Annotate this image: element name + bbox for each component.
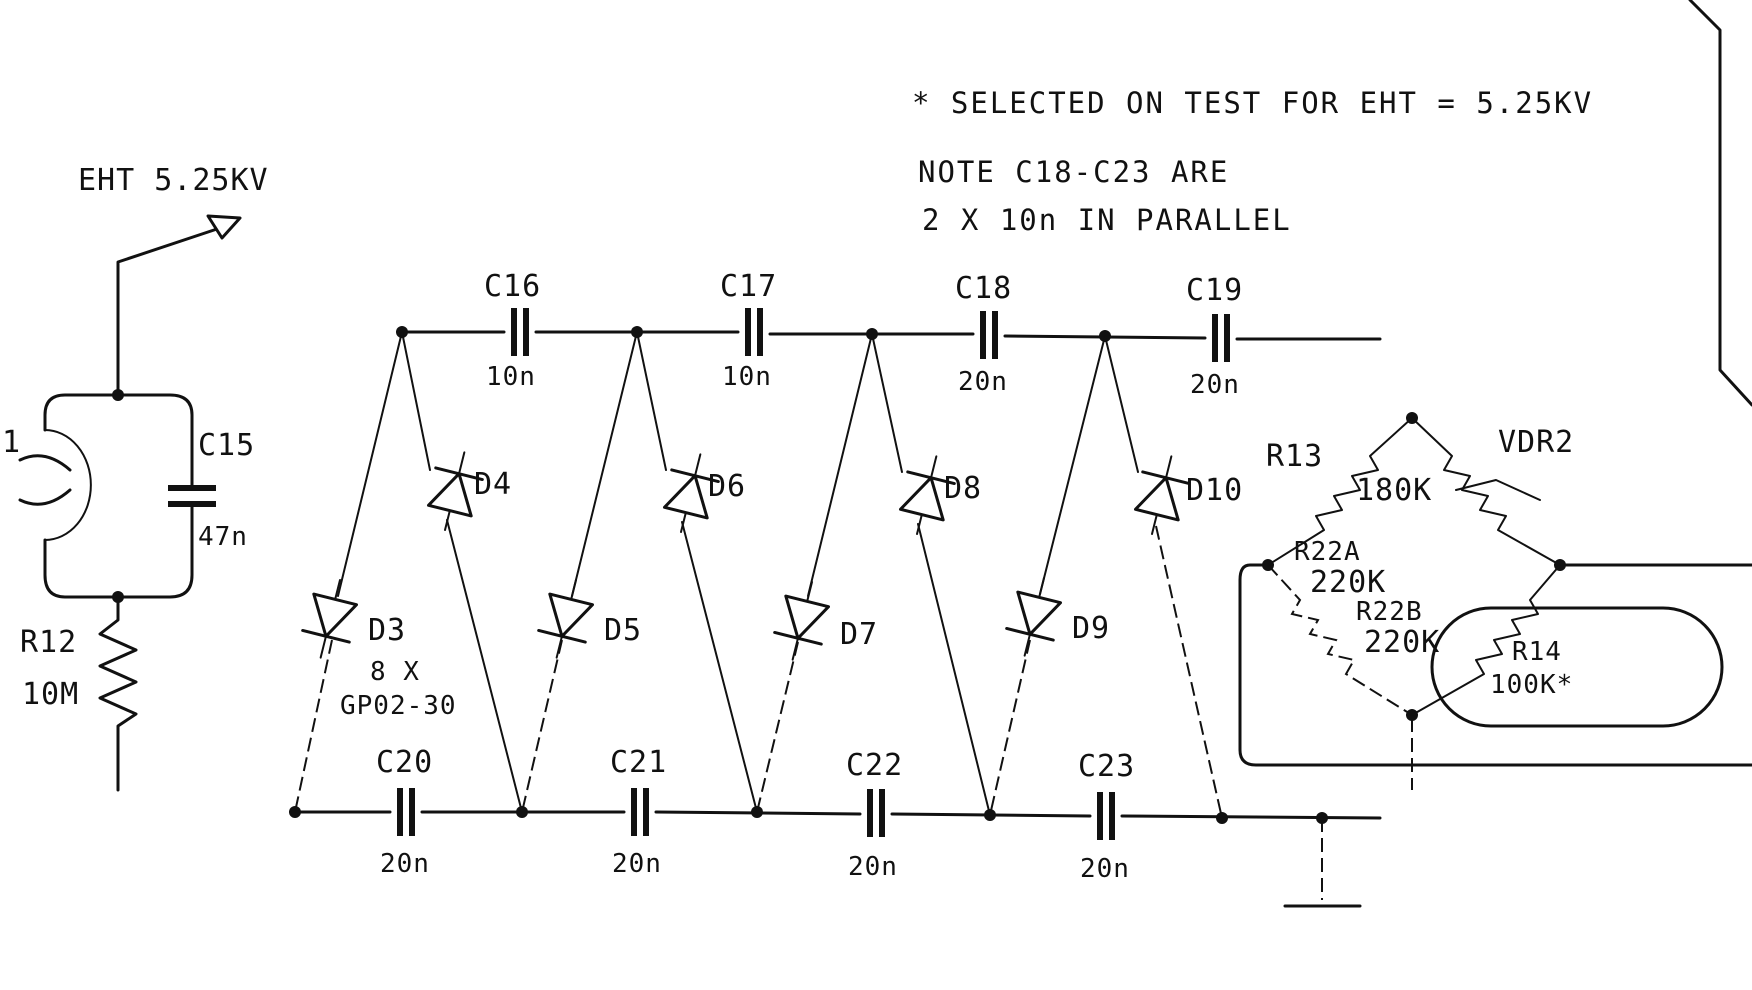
- r12-ref: R12: [20, 625, 77, 660]
- capacitor-c17: C17 10n: [720, 269, 777, 392]
- c19-value: 20n: [1190, 370, 1240, 400]
- r22a-value: 220K: [1310, 565, 1386, 600]
- transformer-label: 1: [2, 425, 21, 460]
- r14-ref: R14: [1512, 637, 1562, 667]
- r22b-value: 220K: [1364, 625, 1440, 660]
- diode-ladder-wires: [294, 331, 1223, 819]
- diode-d5: D5: [531, 572, 642, 665]
- d6-ref: D6: [708, 469, 746, 504]
- diode-d10: D10: [1127, 449, 1243, 542]
- r12-value: 10M: [22, 677, 79, 712]
- resistor-network-wires: [1238, 0, 1752, 790]
- capacitor-c18: C18 20n: [955, 271, 1012, 397]
- d3-ref: D3: [368, 613, 406, 648]
- capacitor-c20: C20 20n: [376, 745, 433, 879]
- eht-output-arrow-icon: [206, 214, 242, 240]
- junction-dot: [289, 806, 301, 818]
- c23-value: 20n: [1080, 854, 1130, 884]
- c18-ref: C18: [955, 271, 1012, 306]
- capacitor-c15: C15 47n: [168, 428, 255, 552]
- c16-ref: C16: [484, 269, 541, 304]
- c15-ref: C15: [198, 428, 255, 463]
- diode-d8: D8: [892, 449, 982, 542]
- r22a-ref: R22A: [1294, 537, 1361, 567]
- capacitor-c19: C19 20n: [1186, 273, 1243, 400]
- c17-value: 10n: [722, 362, 772, 392]
- c17-ref: C17: [720, 269, 777, 304]
- top-rail: [400, 330, 1382, 341]
- resistor-r22a-r22b: R22A 220K R22B 220K: [1267, 537, 1440, 716]
- vdr2-ref: VDR2: [1498, 425, 1574, 460]
- note-parallel-line2: 2 X 10n IN PARALLEL: [922, 203, 1292, 237]
- r14-value: 100K*: [1490, 670, 1573, 700]
- r13-ref: R13: [1266, 439, 1323, 474]
- d9-ref: D9: [1072, 611, 1110, 646]
- c15-value: 47n: [198, 522, 248, 552]
- diode-group-part: GP02-30: [340, 691, 457, 721]
- c23-ref: C23: [1078, 749, 1135, 784]
- r22b-ref: R22B: [1356, 597, 1423, 627]
- c19-ref: C19: [1186, 273, 1243, 308]
- eht-output-lead: [116, 226, 222, 397]
- diode-d7: D7: [767, 574, 878, 667]
- diode-d9: D9: [999, 570, 1110, 663]
- c21-ref: C21: [610, 745, 667, 780]
- d4-ref: D4: [474, 467, 512, 502]
- c20-value: 20n: [380, 849, 430, 879]
- junction-dot: [1216, 812, 1228, 824]
- d5-ref: D5: [604, 613, 642, 648]
- d10-ref: D10: [1186, 473, 1243, 508]
- note-parallel-line1: NOTE C18-C23 ARE: [918, 155, 1229, 189]
- c22-value: 20n: [848, 852, 898, 882]
- r13-value: 180K: [1356, 473, 1432, 508]
- d7-ref: D7: [840, 617, 878, 652]
- capacitor-c23: C23 20n: [1078, 749, 1135, 884]
- diode-d3: D3: [295, 572, 406, 665]
- diode-d6: D6: [656, 447, 746, 540]
- resistor-vdr2: VDR2: [1411, 417, 1574, 566]
- capacitor-c22: C22 20n: [846, 748, 903, 882]
- diode-group-count: 8 X: [370, 657, 420, 687]
- note-selected-on-test: * SELECTED ON TEST FOR EHT = 5.25KV: [912, 86, 1593, 120]
- ground-icon: [1283, 818, 1362, 908]
- resistor-r13: R13 180K: [1266, 417, 1432, 566]
- eht-output-label: EHT 5.25KV: [78, 163, 269, 198]
- diode-d4: D4: [420, 445, 512, 538]
- junction-dot: [112, 389, 124, 401]
- c20-ref: C20: [376, 745, 433, 780]
- resistor-r14: R14 100K*: [1411, 564, 1573, 716]
- capacitor-c16: C16 10n: [484, 269, 541, 392]
- input-loop-wire: [43, 393, 194, 599]
- resistor-r12: R12 10M: [20, 595, 138, 792]
- d8-ref: D8: [944, 471, 982, 506]
- c16-value: 10n: [486, 362, 536, 392]
- transformer-winding-icon: 1: [2, 425, 92, 541]
- r14-enclosure: [1430, 606, 1724, 728]
- c18-value: 20n: [958, 367, 1008, 397]
- c22-ref: C22: [846, 748, 903, 783]
- c21-value: 20n: [612, 849, 662, 879]
- capacitor-c21: C21 20n: [610, 745, 667, 879]
